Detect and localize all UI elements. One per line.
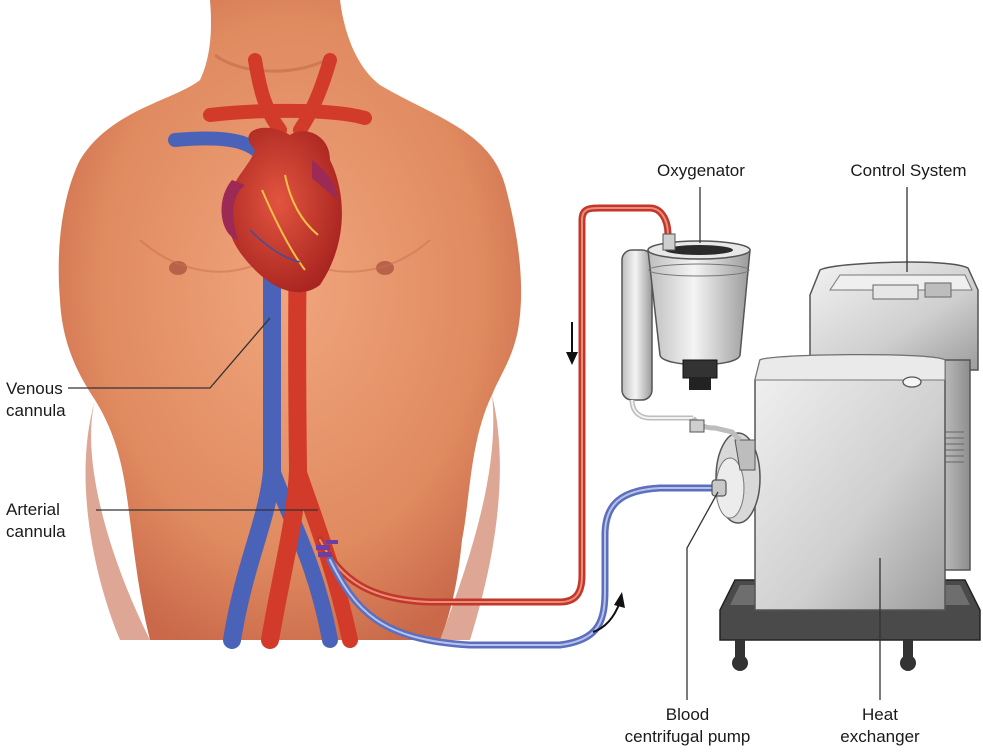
control-system-unit — [810, 262, 978, 370]
heat-exchanger-label: Heat exchanger — [820, 704, 940, 748]
oxygenator-label: Oxygenator — [640, 160, 762, 182]
venous-cannula-label: Venous cannula — [6, 378, 66, 422]
oxygenator-device — [622, 234, 750, 440]
blood-pump-leader-line — [687, 492, 718, 700]
control-system-label: Control System — [836, 160, 981, 182]
centrifugal-pump — [712, 433, 760, 523]
blood-pump-label: Blood centrifugal pump — [590, 704, 785, 748]
flow-arrow-down — [566, 322, 578, 365]
heat-exchanger-unit — [755, 355, 945, 610]
arterial-cannula-label: Arterial cannula — [6, 499, 66, 543]
